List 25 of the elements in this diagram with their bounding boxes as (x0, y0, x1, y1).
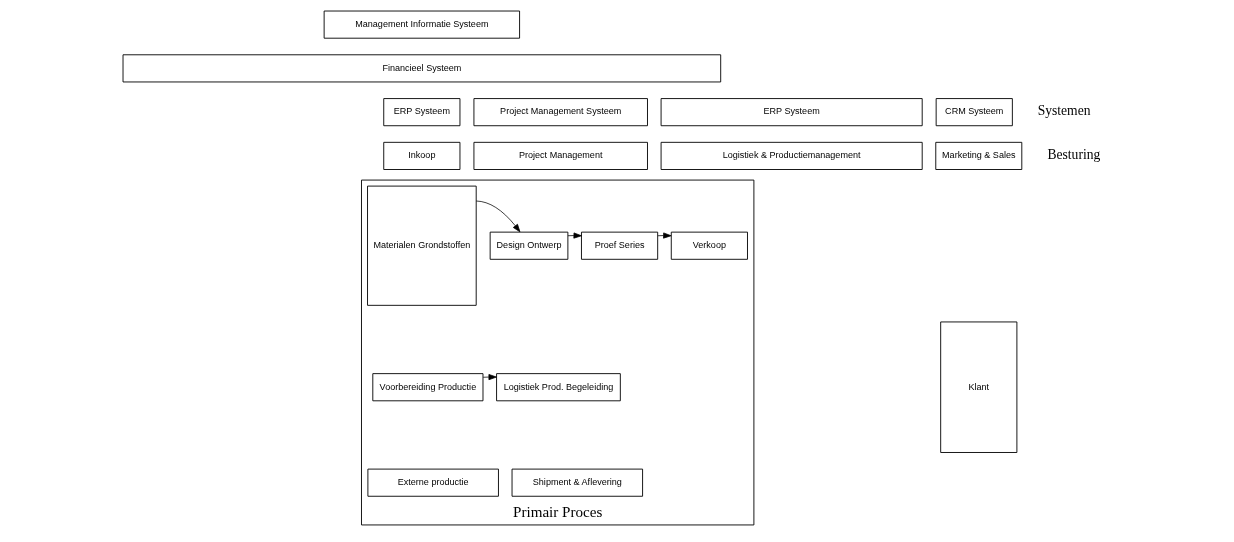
node-box: Voorbereiding Productie (371, 373, 483, 402)
arrow (567, 232, 582, 239)
node-box: Klant (939, 321, 1017, 453)
node-box: Shipment & Aflevering (511, 468, 643, 497)
node-box: Project Management Systeem (472, 98, 648, 127)
node-box: Inkoop (382, 141, 460, 170)
node-box: Materialen Grondstoffen (366, 185, 477, 306)
node-box: Financieel Systeem (122, 54, 721, 83)
node-box: Proef Series (580, 231, 658, 260)
node-box: Logistiek & Productiemanagement (660, 141, 923, 170)
label: Systemen (1037, 103, 1090, 119)
node-box: Design Ontwerp (489, 231, 568, 260)
label: Besturing (1046, 147, 1100, 163)
node-box: Management Informatie Systeem (323, 10, 520, 39)
arrow (475, 200, 520, 233)
node-box: ERP Systeem (660, 98, 923, 127)
node-box: CRM Systeem (935, 98, 1013, 127)
node-box: Externe productie (366, 468, 499, 497)
node-box: Logistiek Prod. Begeleiding (495, 373, 621, 402)
node-box: Marketing & Sales (934, 141, 1022, 170)
arrow (656, 232, 671, 239)
node-box: Project Management (472, 141, 648, 170)
node-box: Verkoop (670, 231, 748, 260)
arrow (482, 374, 497, 381)
node-box: ERP Systeem (382, 98, 460, 127)
